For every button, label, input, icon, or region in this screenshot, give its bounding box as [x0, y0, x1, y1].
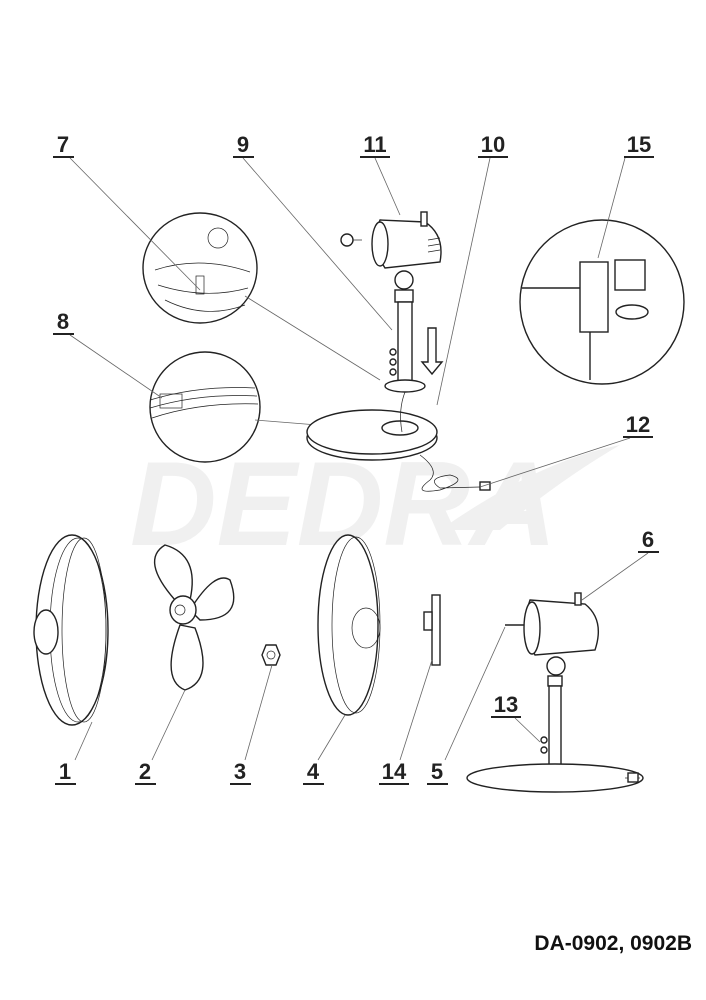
detail-circle-7 — [142, 212, 258, 324]
callout-15: 15 — [624, 132, 654, 158]
callout-14: 14 — [379, 759, 409, 785]
callout-label: 10 — [481, 132, 505, 157]
callout-label: 12 — [626, 412, 650, 437]
detail-circle-15 — [519, 219, 685, 385]
stand-pole-9 — [384, 289, 444, 393]
rear-grille-4 — [317, 534, 381, 716]
callout-7: 7 — [53, 132, 74, 158]
callout-12: 12 — [623, 412, 653, 438]
leader-lines — [69, 157, 649, 761]
callout-label: 15 — [627, 132, 651, 157]
callout-label: 3 — [234, 759, 246, 784]
callout-3: 3 — [230, 759, 251, 785]
callout-label: 9 — [237, 132, 249, 157]
callout-4: 4 — [303, 759, 324, 785]
detail-connector-7 — [244, 295, 381, 381]
callout-label: 8 — [57, 309, 69, 334]
callout-label: 5 — [431, 759, 443, 784]
callout-6: 6 — [638, 527, 659, 553]
callout-label: 13 — [494, 692, 518, 717]
watermark-swoosh — [440, 445, 620, 530]
fan-blade-2 — [153, 544, 235, 691]
detail-circle-8 — [149, 351, 261, 463]
callout-9: 9 — [233, 132, 254, 158]
spinner-nut-3 — [261, 644, 281, 666]
callout-label: 1 — [59, 759, 71, 784]
model-number: DA-0902, 0902B — [534, 932, 692, 955]
callout-label: 4 — [307, 759, 320, 784]
mounting-plate-14 — [423, 594, 441, 666]
front-grille-1 — [33, 534, 109, 726]
callout-8: 8 — [53, 309, 74, 335]
base-10 — [306, 391, 438, 461]
motor-housing-11 — [340, 211, 442, 290]
callout-label: 2 — [139, 759, 151, 784]
callout-11: 11 — [360, 132, 390, 158]
assembled-fan-5 — [466, 592, 644, 793]
down-arrow-icon — [420, 327, 444, 376]
callout-13: 13 — [491, 692, 521, 718]
callout-label: 14 — [382, 759, 407, 784]
callout-label: 7 — [57, 132, 69, 157]
callout-1: 1 — [55, 759, 76, 785]
callout-5: 5 — [427, 759, 448, 785]
callout-2: 2 — [135, 759, 156, 785]
power-cord-12 — [419, 454, 491, 492]
callout-label: 6 — [642, 527, 654, 552]
callout-10: 10 — [478, 132, 508, 158]
callout-label: 11 — [363, 132, 386, 157]
